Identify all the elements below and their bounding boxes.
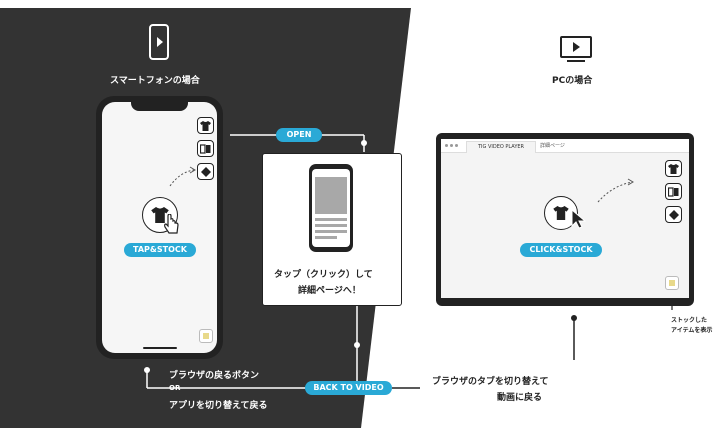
back-phone-line1: ブラウザの戻るボタン (169, 371, 260, 381)
pc-book-icon[interactable] (665, 183, 682, 200)
pc-title: PCの場合 (552, 76, 593, 86)
back-to-video-pill: BACK TO VIDEO (305, 381, 392, 395)
tap-hand-icon (164, 214, 179, 234)
ticket-icon[interactable] (197, 163, 214, 180)
detail-text-line (315, 224, 347, 227)
browser-tab-active[interactable]: TIG VIDEO PLAYER (466, 141, 536, 153)
pc-tshirt-icon[interactable] (665, 160, 682, 177)
pc-stock-tray-icon[interactable] (665, 276, 679, 290)
smartphone-notch (131, 100, 188, 111)
back-pc-line1: ブラウザのタブを切り替えて (432, 377, 549, 387)
browser-tab-detail[interactable]: 詳細ページ (540, 143, 565, 149)
detail-caption-line1: タップ（クリック）して (274, 270, 373, 280)
book-icon[interactable] (197, 140, 214, 157)
detail-image-placeholder (315, 177, 347, 214)
open-pill: OPEN (276, 128, 322, 142)
monitor-stand (567, 60, 585, 62)
pc-ticket-icon[interactable] (665, 206, 682, 223)
stock-tray-icon[interactable] (199, 329, 213, 343)
cursor-icon (571, 208, 587, 229)
window-dots (445, 144, 461, 147)
back-phone-line2: アプリを切り替えて戻る (169, 401, 268, 411)
monitor-play-icon (560, 36, 592, 58)
swipe-arrow (169, 166, 196, 187)
phone-play-icon (149, 24, 169, 60)
smartphone-title: スマートフォンの場合 (110, 76, 200, 86)
stock-note-line1: ストックした (671, 317, 708, 324)
tap-stock-pill: TAP&STOCK (124, 243, 196, 257)
smartphone-home-indicator (143, 347, 177, 349)
pc-swipe-arrow (597, 178, 634, 203)
tshirt-icon[interactable] (197, 117, 214, 134)
detail-text-line (315, 236, 337, 239)
stock-note-line2: アイテムを表示 (671, 327, 713, 334)
back-phone-or: OR (169, 384, 181, 392)
detail-text-line (315, 218, 347, 221)
detail-caption-line2: 詳細ページへ！ (298, 286, 361, 296)
click-stock-pill: CLICK&STOCK (520, 243, 602, 257)
back-pc-line2: 動画に戻る (497, 393, 543, 403)
detail-text-line (315, 230, 347, 233)
